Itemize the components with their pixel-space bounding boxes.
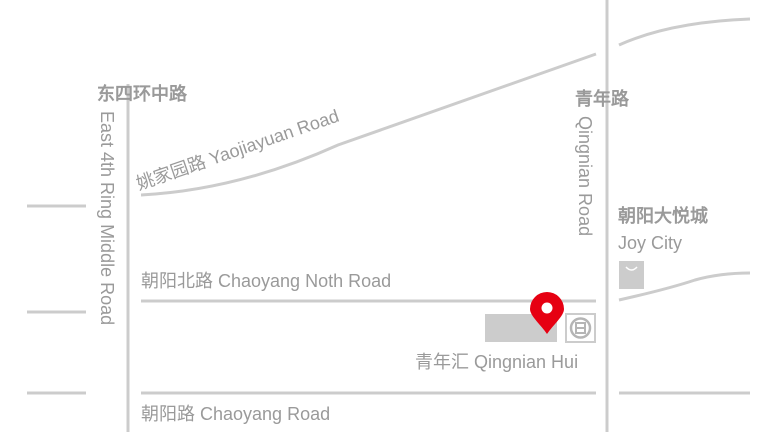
road-east-curve: [618, 271, 751, 302]
shopping-bag-icon: [619, 261, 644, 289]
chaoyang-road-label: 朝阳路 Chaoyang Road: [141, 404, 331, 424]
road-northeast: [618, 17, 751, 47]
qingnian-road-label-zh: 青年路: [575, 89, 629, 109]
yaojiayuan-road: [140, 52, 597, 197]
east-4th-ring-label-zh: 东四环中路: [97, 84, 187, 104]
qingnian-road-label: 青年路 Qingnian Road: [575, 89, 629, 237]
qingnian-hui-label: 青年汇 Qingnian Hui: [415, 352, 579, 372]
joy-city-label-en: Joy City: [618, 233, 683, 253]
subway-icon: [565, 313, 596, 343]
joy-city-label-zh: 朝阳大悦城: [618, 206, 708, 226]
chaoyang-north-road-label: 朝阳北路 Chaoyang Noth Road: [141, 271, 392, 291]
east-4th-ring-label: 东四环中路 East 4th Ring Middle Road: [97, 84, 187, 326]
east-4th-ring-label-en: East 4th Ring Middle Road: [97, 111, 117, 326]
location-pin-icon[interactable]: [530, 292, 564, 334]
qingnian-road-label-en: Qingnian Road: [575, 116, 595, 237]
